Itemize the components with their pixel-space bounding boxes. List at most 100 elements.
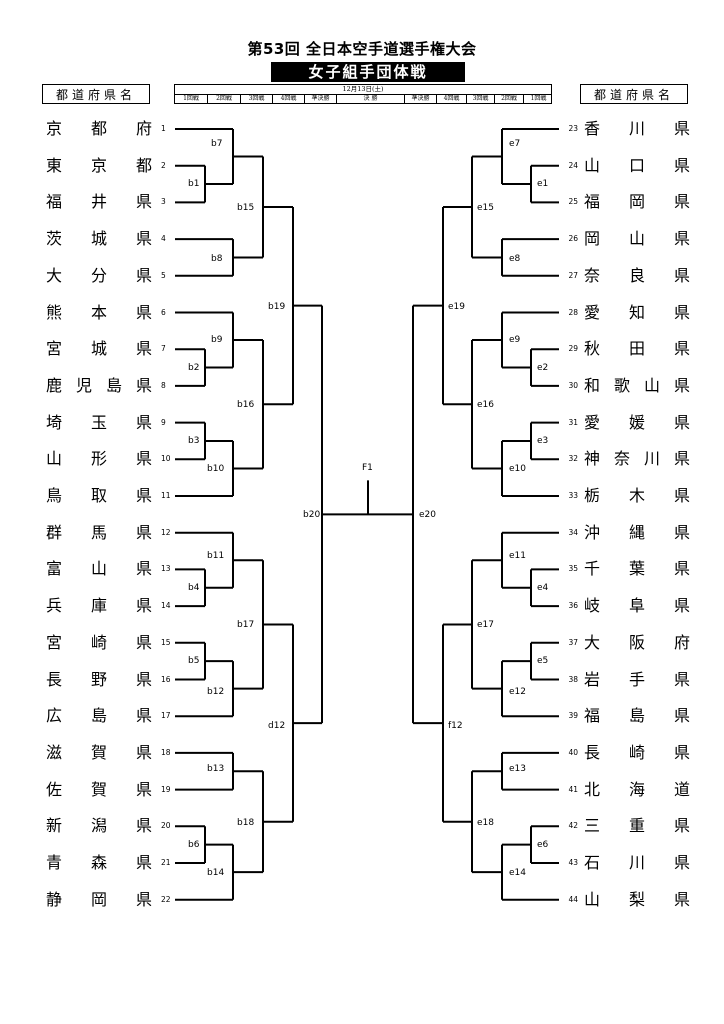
team-prefecture: 宮城県 <box>46 339 152 359</box>
round-cell: 準決勝 <box>305 94 337 104</box>
team-prefecture: 福島県 <box>584 706 690 726</box>
team-prefecture: 山口県 <box>584 155 690 175</box>
team-prefecture: 滋賀県 <box>46 742 152 762</box>
event-subtitle: 女子組手団体戦 <box>271 62 465 82</box>
team-prefecture: 静岡県 <box>46 889 152 909</box>
team-number: 6 <box>161 307 166 317</box>
team-prefecture: 長野県 <box>46 669 152 689</box>
team-number: 30 <box>568 380 578 390</box>
match-label-e8: e8 <box>508 254 522 266</box>
team-prefecture: 神奈川県 <box>584 449 690 469</box>
team-number: 16 <box>161 674 171 684</box>
match-label-b14: b14 <box>206 868 226 880</box>
team-prefecture: 愛知県 <box>584 302 690 322</box>
team-prefecture: 山梨県 <box>584 889 690 909</box>
team-prefecture: 千葉県 <box>584 559 690 579</box>
team-prefecture: 新潟県 <box>46 816 152 836</box>
match-label-f1: F1 <box>361 463 374 475</box>
team-number: 25 <box>568 197 578 207</box>
match-label-b3: b3 <box>187 435 201 447</box>
team-number: 27 <box>568 270 578 280</box>
team-prefecture: 京都府 <box>46 119 152 138</box>
team-prefecture: 長崎県 <box>584 742 690 762</box>
team-prefecture: 兵庫県 <box>46 596 152 616</box>
team-number: 21 <box>161 858 171 867</box>
team-number: 38 <box>568 674 578 684</box>
team-prefecture: 宮崎県 <box>46 632 152 652</box>
team-prefecture: 香川県 <box>584 119 690 138</box>
team-number: 13 <box>161 564 171 574</box>
team-number: 19 <box>161 784 171 794</box>
team-prefecture: 大分県 <box>46 265 152 285</box>
match-label-b6: b6 <box>187 839 201 851</box>
team-number: 4 <box>161 234 166 244</box>
round-cell: 2回戦 <box>208 94 241 104</box>
pref-header-right: 都道府県名 <box>580 84 688 104</box>
team-number: 14 <box>161 601 171 611</box>
match-label-b13: b13 <box>206 764 226 776</box>
team-prefecture: 東京都 <box>46 155 152 175</box>
match-label-b2: b2 <box>187 362 201 374</box>
team-number: 41 <box>568 784 578 794</box>
team-prefecture: 奈良県 <box>584 265 690 285</box>
round-cell: 1回戦 <box>175 94 208 104</box>
match-label-b7: b7 <box>210 138 224 150</box>
match-label-d12: d12 <box>267 721 287 733</box>
team-prefecture: 北海道 <box>584 779 690 799</box>
team-number: 8 <box>161 380 166 390</box>
match-label-b17: b17 <box>236 620 256 632</box>
team-number: 3 <box>161 197 166 207</box>
match-label-b5: b5 <box>187 656 201 668</box>
team-number: 28 <box>568 307 578 317</box>
match-label-b20: b20 <box>302 510 322 522</box>
team-number: 1 <box>161 124 166 133</box>
team-prefecture: 広島県 <box>46 706 152 726</box>
team-prefecture: 岡山県 <box>584 229 690 249</box>
team-prefecture: 熊本県 <box>46 302 152 322</box>
match-label-f12: f12 <box>447 721 464 733</box>
match-label-e20: e20 <box>418 510 437 522</box>
round-header: 12月13日(土) 1回戦 2回戦 3回戦 4回戦 準決勝 決 勝 準決勝 4回… <box>174 84 552 104</box>
match-label-b10: b10 <box>206 464 226 476</box>
match-label-e9: e9 <box>508 335 522 347</box>
match-label-b4: b4 <box>187 582 201 594</box>
match-label-e14: e14 <box>508 868 527 880</box>
pref-header-left: 都道府県名 <box>42 84 150 104</box>
round-cell: 3回戦 <box>241 94 273 104</box>
team-number: 22 <box>161 894 171 904</box>
match-label-b19: b19 <box>267 301 287 313</box>
round-cell: 3回戦 <box>467 94 495 104</box>
team-prefecture: 鳥取県 <box>46 486 152 505</box>
match-label-e18: e18 <box>476 817 495 829</box>
team-number: 37 <box>568 637 578 647</box>
team-prefecture: 群馬県 <box>46 522 152 542</box>
match-label-b15: b15 <box>236 202 256 214</box>
team-number: 34 <box>568 527 578 537</box>
team-number: 11 <box>161 491 171 500</box>
match-date: 12月13日(土) <box>175 85 551 95</box>
team-number: 2 <box>161 160 166 170</box>
team-number: 24 <box>568 160 578 170</box>
match-label-e12: e12 <box>508 686 527 698</box>
team-number: 5 <box>161 270 166 280</box>
team-number: 18 <box>161 747 171 757</box>
team-prefecture: 福岡県 <box>584 192 690 212</box>
team-prefecture: 秋田県 <box>584 339 690 359</box>
team-number: 17 <box>161 711 171 721</box>
round-cell: 1回戦 <box>530 95 547 102</box>
match-label-e1: e1 <box>536 179 550 191</box>
team-prefecture: 福井県 <box>46 192 152 212</box>
match-label-b12: b12 <box>206 686 226 698</box>
team-number: 33 <box>568 491 578 500</box>
team-number: 39 <box>568 711 578 721</box>
team-number: 35 <box>568 564 578 574</box>
match-label-e5: e5 <box>536 656 550 668</box>
team-prefecture: 青森県 <box>46 853 152 872</box>
match-label-e4: e4 <box>536 582 550 594</box>
team-number: 43 <box>568 858 578 867</box>
team-prefecture: 三重県 <box>584 816 690 836</box>
team-number: 32 <box>568 454 578 464</box>
team-prefecture: 茨城県 <box>46 229 152 249</box>
team-prefecture: 富山県 <box>46 559 152 579</box>
